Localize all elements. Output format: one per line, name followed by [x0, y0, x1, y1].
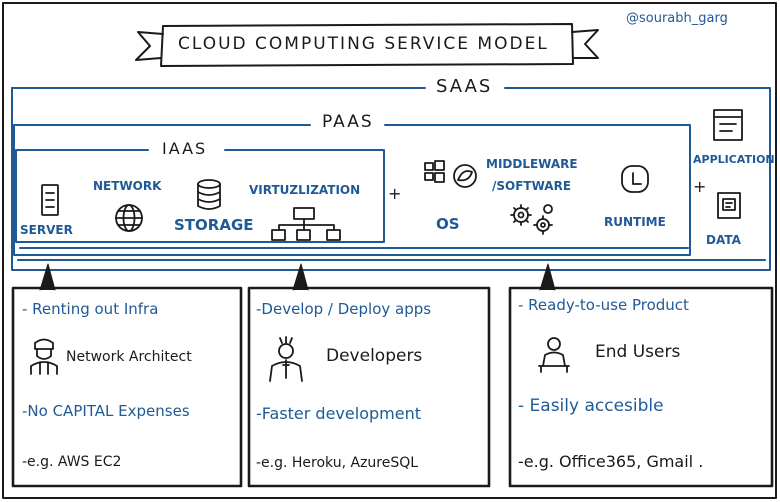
paas-example: -e.g. Heroku, AzureSQL: [256, 455, 419, 471]
developer-icon: [269, 336, 303, 382]
pointer-iaas: [39, 263, 56, 291]
label-application: APPLICATION: [693, 153, 775, 166]
virtualization-icon: [271, 207, 341, 241]
paas-benefit: -Faster development: [256, 404, 421, 423]
saas-role: End Users: [595, 342, 681, 362]
pointer-saas: [539, 263, 556, 291]
paas-box: [13, 124, 691, 256]
iaas-benefit: -No CAPITAL Expenses: [22, 402, 190, 420]
globe-icon: [115, 204, 143, 232]
panel-paas: [247, 286, 491, 488]
label-paas: PAAS: [318, 114, 378, 131]
label-os: OS: [436, 215, 460, 233]
saas-example: -e.g. Office365, Gmail .: [518, 452, 704, 471]
label-virtualization: VIRTUZLIZATION: [249, 183, 361, 197]
author-handle: @sourabh_garg: [626, 11, 728, 26]
database-icon: [197, 179, 221, 210]
end-user-icon: [538, 337, 570, 373]
label-middleware: MIDDLEWARE: [486, 157, 578, 171]
gears-icon: [510, 204, 553, 235]
label-software: /SOFTWARE: [492, 179, 572, 193]
iaas-role: Network Architect: [66, 349, 192, 365]
title-banner: [135, 23, 599, 67]
plus-sign-1: +: [388, 184, 402, 203]
application-icon: [713, 109, 743, 141]
os-icon: [424, 160, 477, 188]
label-runtime: RUNTIME: [604, 215, 666, 229]
label-storage: STORAGE: [174, 216, 254, 234]
server-icon: [41, 184, 59, 216]
iaas-heading: - Renting out Infra: [22, 300, 159, 318]
paas-heading: -Develop / Deploy apps: [256, 300, 432, 318]
panel-saas: [508, 286, 774, 488]
label-server: SERVER: [20, 223, 73, 237]
pointer-paas: [292, 263, 309, 291]
runtime-icon: [621, 165, 649, 193]
panel-iaas: [11, 286, 243, 488]
page-title: CLOUD COMPUTING SERVICE MODEL: [178, 34, 549, 54]
saas-benefit: - Easily accesible: [518, 396, 664, 416]
data-icon: [717, 192, 741, 219]
iaas-box: [15, 149, 385, 243]
saas-box: [11, 87, 771, 271]
network-architect-icon: [30, 338, 58, 375]
plus-sign-2: +: [693, 177, 707, 196]
saas-heading: - Ready-to-use Product: [518, 296, 689, 314]
label-data: DATA: [706, 233, 741, 247]
label-network: NETWORK: [93, 179, 162, 193]
paas-role: Developers: [326, 346, 423, 366]
label-saas: SAAS: [432, 78, 497, 96]
label-iaas: IAAS: [158, 141, 212, 157]
iaas-example: -e.g. AWS EC2: [22, 454, 122, 470]
